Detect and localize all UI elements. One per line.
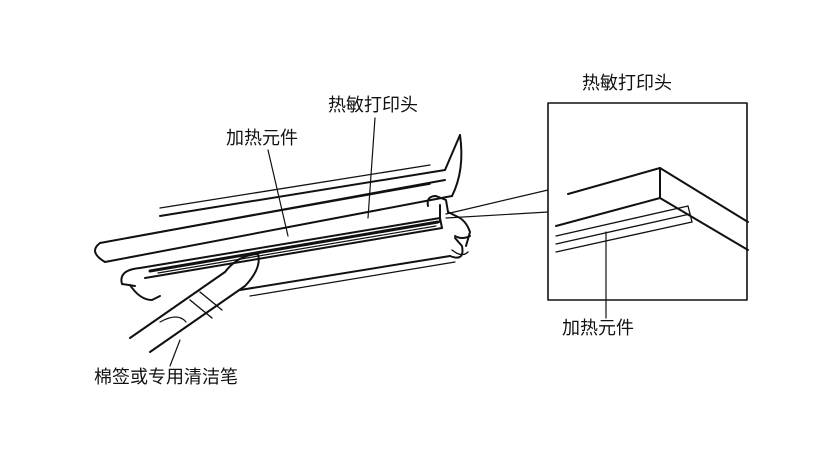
side-clip (426, 195, 471, 256)
cleaning-tool-label: 棉签或专用清洁笔 (94, 367, 238, 388)
inset-heating-element-label: 加热元件 (562, 318, 634, 339)
zoom-connector (445, 189, 549, 219)
heating-element-label: 加热元件 (226, 128, 298, 149)
mechanism-cover (159, 134, 463, 217)
platen-roller (94, 179, 453, 263)
inset-thermal-head-label: 热敏打印头 (582, 73, 672, 94)
head-bracket (120, 237, 464, 301)
thermal-print-head (139, 217, 443, 279)
leader-lines (169, 117, 376, 367)
inset-detail (547, 102, 749, 319)
thermal-head-label: 热敏打印头 (328, 95, 418, 116)
cleaning-swab (129, 253, 260, 353)
